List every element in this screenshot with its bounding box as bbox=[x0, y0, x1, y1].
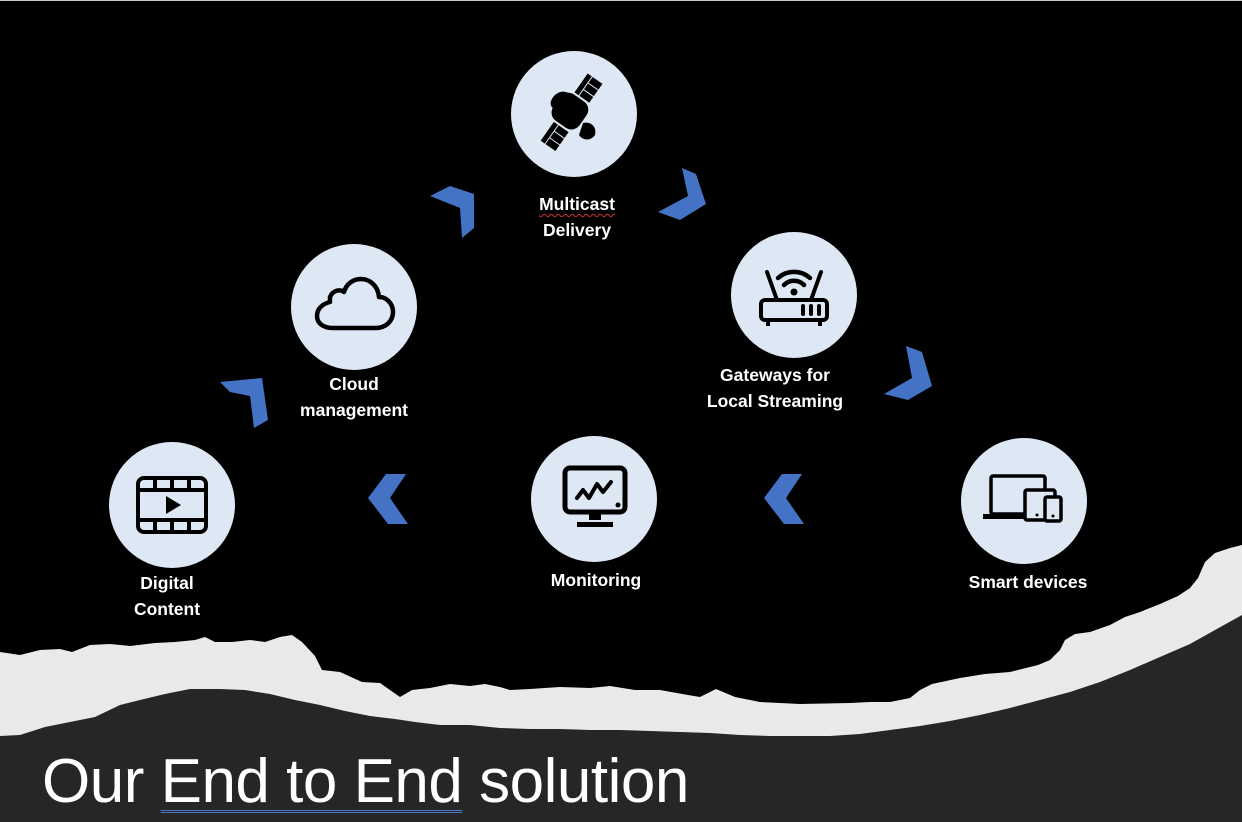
monitoring-label: Monitoring bbox=[551, 567, 641, 593]
chevron-arrow-gateways-to-devices bbox=[884, 346, 932, 400]
spellcheck-flagged-word: Multicast bbox=[539, 194, 615, 214]
slide-title: Our End to End solution bbox=[42, 742, 689, 822]
slide-border bbox=[0, 0, 1242, 1]
chevron-arrow-monitoring-to-digital bbox=[368, 474, 408, 524]
gateways-label: Gateways for Local Streaming bbox=[707, 362, 843, 414]
film-play-icon bbox=[136, 476, 208, 534]
title-linked-phrase[interactable]: End to End bbox=[160, 747, 463, 816]
smart-devices-label: Smart devices bbox=[969, 569, 1088, 595]
cloud-management-label: Cloud management bbox=[300, 371, 408, 423]
devices-icon bbox=[983, 474, 1063, 523]
label-line: Cloud bbox=[329, 374, 379, 394]
label-line: Content bbox=[133, 599, 201, 619]
monitor-chart-icon bbox=[562, 465, 628, 527]
label-line: Monitoring bbox=[550, 570, 642, 590]
cloud-management-circle bbox=[291, 244, 417, 370]
label-line: Delivery bbox=[542, 220, 612, 240]
satellite-icon bbox=[540, 73, 603, 152]
footer-band bbox=[0, 615, 1242, 822]
label-line: Gateways for bbox=[720, 365, 830, 385]
smart-devices-circle bbox=[961, 438, 1087, 564]
digital-content-label: Digital Content bbox=[134, 570, 200, 622]
multicast-delivery-circle bbox=[511, 51, 637, 177]
label-line: Digital bbox=[140, 573, 194, 593]
monitoring-circle bbox=[531, 436, 657, 562]
chevron-arrow-cloud-to-multicast bbox=[430, 186, 474, 238]
label-line: Multicast bbox=[539, 191, 615, 217]
router-icon bbox=[759, 269, 829, 326]
cloud-icon bbox=[314, 276, 396, 331]
digital-content-circle bbox=[109, 442, 235, 568]
label-line: Local Streaming bbox=[706, 391, 844, 411]
chevron-arrow-devices-to-monitoring bbox=[764, 474, 804, 524]
chevron-arrow-digital-to-cloud bbox=[220, 378, 268, 428]
multicast-delivery-label: Multicast Delivery bbox=[539, 191, 615, 243]
label-line: management bbox=[300, 400, 408, 420]
label-line: Smart devices bbox=[968, 572, 1088, 592]
chevron-arrow-multicast-to-gateways bbox=[658, 168, 706, 220]
title-suffix: solution bbox=[462, 747, 689, 816]
gateways-circle bbox=[731, 232, 857, 358]
title-prefix: Our bbox=[42, 747, 161, 816]
